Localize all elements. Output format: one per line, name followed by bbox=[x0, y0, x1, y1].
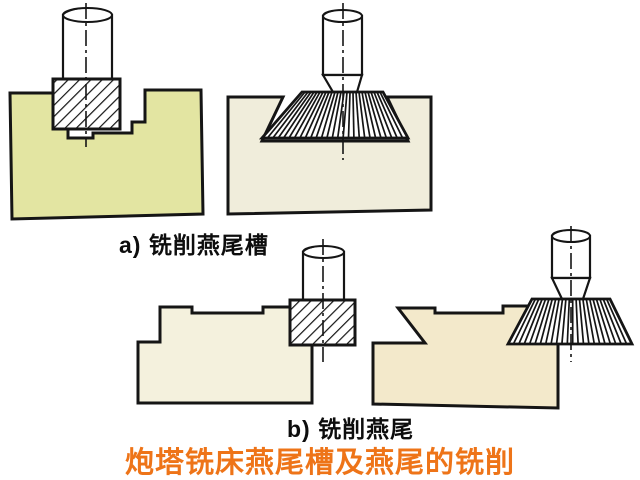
dovetail-cutter-a bbox=[258, 90, 411, 140]
dovetail-cutter-b bbox=[505, 297, 635, 346]
shank-top-crescent-b-right bbox=[551, 229, 568, 238]
shank-top-crescent-a bbox=[62, 7, 83, 17]
caption-b-milling-dovetail: b) 铣削燕尾 bbox=[287, 416, 415, 442]
page-title: 炮塔铣床燕尾槽及燕尾的铣削 bbox=[124, 447, 515, 479]
workpiece-b-left bbox=[136, 305, 314, 405]
shank-top-crescent-b-left bbox=[302, 245, 320, 254]
caption-a-milling-dovetail-groove: a) 铣削燕尾槽 bbox=[119, 232, 269, 258]
figure-a-left-endmill-slot bbox=[8, 3, 205, 221]
endmill-shank-a bbox=[61, 13, 114, 83]
shank-top-crescent-a-right bbox=[322, 9, 339, 18]
figure-b-left-endmill-step bbox=[136, 239, 357, 405]
figure-b-right-dovetail-male bbox=[371, 226, 635, 410]
figure-a-right-dovetail-groove bbox=[226, 3, 433, 216]
